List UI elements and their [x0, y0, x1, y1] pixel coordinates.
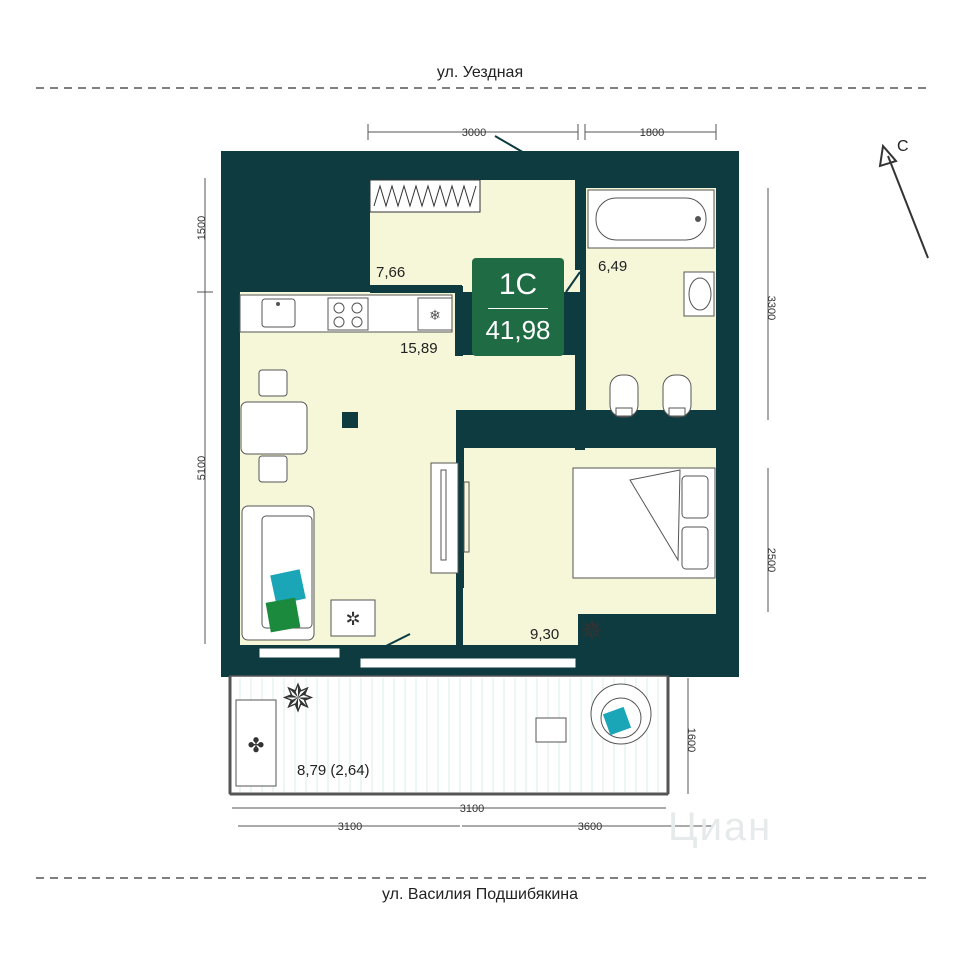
toilet-icon [609, 374, 639, 418]
plant-icon: ✵ [580, 614, 603, 647]
dim-bottom-total: 3100 [460, 803, 484, 815]
street-name-bottom: ул. Василия Подшибякина [381, 886, 579, 903]
column [342, 412, 358, 428]
area-bathroom: 6,49 [598, 258, 628, 275]
windows [258, 647, 577, 669]
armchair-icon [590, 683, 652, 745]
svg-text:✵: ✵ [281, 676, 315, 722]
area-kitchen-living: 15,89 [400, 340, 438, 357]
coffee-table-icon: ✲ [330, 599, 376, 637]
svg-text:❄: ❄ [429, 308, 441, 324]
svg-text:✤: ✤ [248, 733, 265, 757]
dining-table-icon [240, 369, 308, 483]
compass-arrow-icon [878, 143, 929, 259]
dim-left-upper: 1500 [196, 216, 208, 240]
area-hallway: 7,66 [376, 264, 406, 281]
dimension-lines [197, 124, 769, 827]
dim-top-left: 3000 [462, 127, 486, 139]
stove-icon [327, 297, 369, 331]
dim-left-lower: 5100 [196, 456, 208, 480]
dim-bottom-left: 3100 [338, 821, 362, 833]
compass-label: С [897, 138, 909, 155]
tv-unit-icon [430, 462, 470, 574]
washbasin-icon [683, 271, 715, 317]
dim-right-upper: 3300 [765, 296, 777, 320]
watermark: Циан [668, 805, 773, 849]
apartment-total-area: 41,98 [485, 315, 551, 345]
dim-right-lower: 2500 [765, 548, 777, 572]
apartment-type: 1С [498, 268, 538, 301]
cabinet-icon: ✤ [235, 699, 277, 787]
svg-text:✵: ✵ [580, 614, 603, 647]
apartment-badge: 1С 41,98 [472, 258, 564, 356]
wardrobe-icon [369, 179, 481, 213]
bathtub-icon [587, 189, 715, 249]
sofa-icon [241, 505, 315, 641]
balcony-plant-icon: ✵ [281, 676, 315, 722]
area-balcony: 8,79 (2,64) [297, 762, 370, 779]
svg-text:✲: ✲ [345, 609, 360, 630]
entry-door-icon [482, 135, 546, 166]
street-name-top: ул. Уездная [436, 64, 524, 81]
dim-bottom-right: 3600 [578, 821, 602, 833]
dimension-labels: 3000 1800 1500 5100 3300 2500 1600 3100 … [196, 127, 777, 833]
dim-balcony-side: 1600 [685, 728, 697, 752]
bathroom-door-icon [565, 271, 581, 293]
badge-divider [488, 308, 548, 309]
fridge-icon: ❄ [417, 297, 453, 331]
bed-icon [572, 467, 716, 579]
sink-icon [261, 298, 296, 328]
kitchen-counter: ❄ [239, 294, 453, 333]
dim-top-right: 1800 [640, 127, 664, 139]
balcony-door-icon [361, 633, 411, 659]
area-bedroom: 9,30 [530, 626, 560, 643]
bidet-icon [662, 374, 692, 418]
side-table-icon [535, 717, 567, 743]
